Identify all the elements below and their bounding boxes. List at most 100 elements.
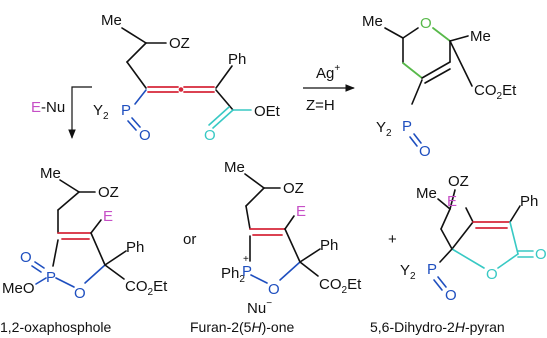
oxaphosphole-product: Me OZ E O P O MeO Ph CO2Et — [2, 165, 168, 302]
fur-e-label: E — [296, 203, 306, 220]
fur-ph-label: Ph — [320, 237, 338, 254]
pyran-c6-o-bond — [402, 27, 419, 39]
but-po-bond-a — [437, 276, 447, 288]
oxa-po-a — [34, 261, 45, 269]
oxa-po-b — [31, 265, 42, 273]
but-ring-o-c5 — [451, 248, 485, 269]
but-oz-label: OZ — [448, 173, 469, 190]
oxa-ring-o-p — [55, 277, 75, 288]
enu-arrow — [68, 86, 92, 139]
dihydropyran-product: Me O Me CO2Et Y2 P O — [362, 13, 517, 160]
oxa-e-bond — [90, 219, 102, 234]
but-ch2-bond-b — [440, 228, 453, 250]
allene-carbonyl-bond-a — [212, 109, 234, 129]
butenolide-product: Me OZ E Ph O O Y2 P O — [400, 173, 547, 304]
fur-methyl-label: Me — [224, 159, 245, 176]
allene-po-bond-b — [127, 120, 137, 131]
oxa-ring-o: O — [74, 285, 86, 302]
pyran-o-c2-bond — [432, 27, 451, 42]
silver-pathway: Ag+ Z=H — [303, 63, 355, 114]
electrophile-pathway: E-Nu — [31, 86, 92, 139]
allene-methyl-bond — [121, 27, 147, 44]
but-p-label: P — [427, 261, 437, 278]
pyran-y2-label: Y2 — [376, 119, 392, 139]
but-methyl-label: Me — [416, 185, 437, 202]
oxa-ring-c-c5 — [90, 232, 106, 266]
but-po-o: O — [445, 287, 457, 304]
enu-reagent-label: E-Nu — [31, 99, 65, 116]
oxa-methyl-bond — [59, 179, 80, 193]
but-carbonyl-o: O — [535, 246, 547, 263]
but-ch2-bond-a — [440, 208, 451, 230]
but-ph-bond — [509, 205, 521, 223]
fur-methyl-bond — [244, 173, 265, 189]
but-e-bond — [465, 207, 474, 223]
but-o-bond — [449, 189, 456, 210]
pyran-c5-c4-bond — [402, 62, 423, 79]
fur-ring-o: O — [268, 281, 280, 298]
allene-phenyl-bond — [215, 65, 233, 89]
caption-dihydropyran: 5,6-Dihydro-2H-pyran — [370, 319, 505, 335]
or-label: or — [183, 231, 196, 248]
allene-ester-bond — [215, 89, 234, 111]
fur-oz-label: OZ — [283, 180, 304, 197]
but-methyl-bond — [437, 198, 451, 210]
but-e-label: E — [447, 193, 457, 210]
furanone-phosphonium-product: Me OZ E O Ph2 P + Ph CO2Et Nu− — [221, 159, 362, 317]
fur-ring-p: P — [242, 263, 252, 280]
but-ring-c3-c2 — [509, 221, 519, 255]
oxa-po-o: O — [20, 249, 32, 266]
allene-p-label: P — [121, 102, 131, 119]
oxa-ring-c5-o — [84, 264, 106, 284]
pyran-po-bond-a — [413, 133, 422, 144]
oxa-ph-label: Ph — [126, 239, 144, 256]
pyran-c4-p-bond — [411, 79, 423, 105]
but-c5-p-bond — [439, 248, 453, 263]
allene-po-o: O — [139, 127, 151, 144]
fur-c5-ester-bond — [299, 261, 319, 277]
allene-central-carbon — [178, 87, 184, 92]
fur-ch2-bond-b — [245, 205, 251, 230]
pyran-po-bond-b — [409, 136, 418, 147]
oxa-c5-ph-bond — [104, 250, 127, 266]
oxa-oz-label: OZ — [98, 184, 119, 201]
allene-oet-label: OEt — [254, 103, 281, 120]
oxa-p-ome-bond — [35, 277, 47, 285]
but-ph-label: Ph — [520, 193, 538, 210]
pyran-c4-c3-bond-a — [421, 61, 451, 79]
oxa-ch2-bond-a — [57, 191, 80, 211]
oxa-ring-p-c — [52, 239, 59, 267]
allene-ch2-bond-a — [126, 42, 147, 63]
plus-label: + — [388, 231, 397, 248]
pyran-ring-o: O — [420, 15, 432, 32]
fur-ring-o-p — [250, 274, 268, 284]
but-ring-o: O — [486, 266, 498, 283]
allene-phenyl-label: Ph — [228, 51, 246, 68]
oxa-ring-p: P — [46, 269, 56, 286]
allene-carbonyl-bond-b — [208, 106, 230, 126]
pyran-c2-ester-bond — [449, 40, 473, 87]
pyran-methyl-bond — [384, 27, 404, 39]
silver-reagent-label: Ag+ — [316, 63, 340, 82]
pyran-c4-c3-bond-b — [424, 68, 451, 84]
but-y2-label: Y2 — [400, 262, 416, 282]
fur-ester-label: CO2Et — [319, 276, 362, 296]
allene-ch2-bond-b — [126, 61, 147, 89]
pyran-po-o: O — [419, 143, 431, 160]
fur-ch2-bond-a — [245, 187, 265, 207]
fur-p-charge: + — [243, 254, 249, 265]
oxa-c5-ester-bond — [104, 264, 125, 280]
allene-y2-label: Y2 — [93, 102, 109, 122]
caption-oxaphosphole: 1,2-oxaphosphole — [0, 319, 112, 335]
fur-ph2-label: Ph2 — [221, 265, 245, 285]
but-c5-c4-bond — [451, 221, 474, 250]
pyran-p-label: P — [402, 118, 412, 135]
oxa-methyl-label: Me — [40, 165, 61, 182]
silver-condition-label: Z=H — [306, 97, 335, 114]
caption-furanone: Furan-2(5H)-one — [190, 319, 294, 335]
pyran-c2-methyl-label: Me — [470, 28, 491, 45]
allene-methyl-label: Me — [101, 12, 122, 29]
starting-allene: Me OZ Ph O OEt Y2 P O — [93, 12, 281, 144]
but-ring-c2-o — [497, 253, 519, 269]
